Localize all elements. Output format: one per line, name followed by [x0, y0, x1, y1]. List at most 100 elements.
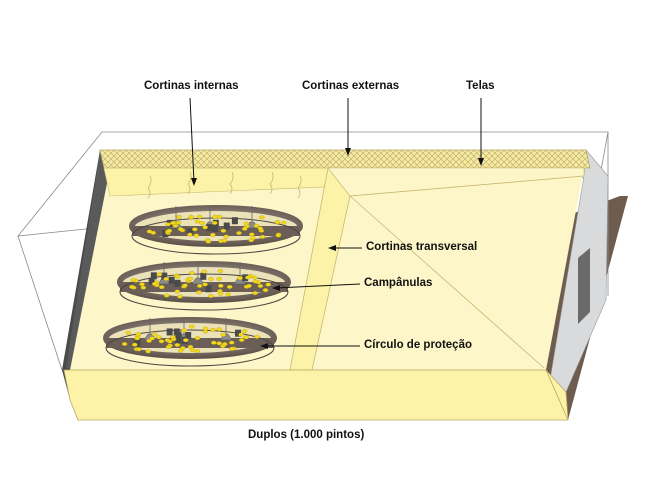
chick — [188, 324, 195, 329]
drinker — [211, 224, 218, 232]
chick — [208, 294, 214, 298]
chick — [252, 279, 259, 284]
chick — [182, 283, 188, 288]
chick — [196, 283, 203, 288]
chick — [189, 271, 195, 275]
chick — [146, 229, 153, 234]
door — [578, 248, 590, 324]
chick — [194, 349, 201, 353]
drinker — [231, 217, 238, 225]
chick — [275, 233, 282, 238]
chick — [130, 278, 137, 283]
chick — [166, 228, 173, 233]
chick — [220, 332, 226, 337]
chick — [158, 339, 165, 344]
label-screens: Telas — [466, 80, 495, 92]
chick — [135, 332, 142, 337]
chick — [210, 327, 216, 332]
chick — [125, 330, 131, 335]
chick — [140, 285, 147, 290]
chick — [259, 234, 266, 239]
chick — [174, 289, 181, 294]
chick — [188, 214, 194, 219]
chick — [250, 236, 256, 241]
drinker — [205, 285, 212, 293]
chick — [132, 342, 138, 347]
chick — [217, 291, 224, 296]
chick — [222, 342, 228, 347]
chick — [177, 348, 184, 353]
chick — [181, 328, 188, 333]
outer-curtain-front — [63, 369, 569, 421]
label-bell-feeders: Campânulas — [364, 277, 433, 289]
chick — [216, 276, 222, 281]
drinker — [223, 222, 230, 230]
chick — [211, 340, 217, 345]
chick — [220, 228, 227, 233]
chick — [238, 338, 245, 342]
chick — [182, 338, 189, 343]
label-inner-curtains: Cortinas internas — [144, 80, 239, 92]
drinker — [161, 272, 168, 280]
chick — [199, 221, 205, 226]
chick — [238, 332, 244, 337]
drinker — [235, 329, 242, 337]
chick — [146, 338, 152, 343]
chick — [134, 336, 140, 341]
chick — [196, 214, 203, 219]
chick — [216, 327, 223, 332]
drinker — [134, 339, 141, 347]
chick — [223, 234, 229, 239]
chick — [208, 277, 214, 281]
drinker — [150, 272, 157, 280]
chick — [221, 238, 228, 243]
chick — [243, 335, 249, 340]
drinker — [166, 328, 173, 336]
chick — [225, 292, 231, 297]
chick — [202, 326, 209, 331]
chick — [192, 227, 198, 232]
chick — [243, 221, 250, 226]
chick — [249, 232, 255, 237]
chick — [175, 220, 182, 225]
chick — [246, 283, 252, 288]
chick — [202, 282, 208, 287]
chick — [145, 349, 151, 354]
caption: Duplos (1.000 pintos) — [248, 429, 365, 441]
chick — [210, 232, 216, 237]
chick — [170, 221, 176, 225]
chick — [163, 293, 170, 298]
chick — [257, 284, 264, 288]
chick — [151, 332, 158, 337]
chick — [241, 226, 248, 231]
chick — [226, 284, 233, 289]
roof-screen-strip — [99, 149, 591, 169]
label-outer-curtains: Cortinas externas — [302, 80, 400, 92]
left-wall-face — [66, 152, 110, 370]
chick — [174, 274, 181, 279]
chick — [176, 215, 182, 219]
chick — [136, 347, 142, 352]
chick — [259, 215, 265, 220]
circle-contents — [121, 206, 287, 354]
chick — [217, 269, 224, 273]
chick — [257, 226, 264, 231]
chick — [194, 219, 201, 224]
chick — [228, 340, 235, 345]
chick — [196, 290, 202, 295]
chick — [212, 220, 218, 225]
leader-arrowheads — [191, 148, 484, 349]
drinker — [187, 228, 194, 236]
chick — [189, 348, 196, 353]
chick — [177, 294, 183, 299]
drinker — [206, 224, 213, 232]
chick — [121, 342, 128, 346]
chick — [241, 329, 248, 334]
drinker — [185, 332, 192, 340]
chick — [187, 232, 193, 237]
chick — [201, 269, 208, 274]
chick — [165, 345, 172, 349]
chick — [237, 276, 243, 281]
label-protection-circle: Círculo de proteção — [364, 339, 472, 351]
